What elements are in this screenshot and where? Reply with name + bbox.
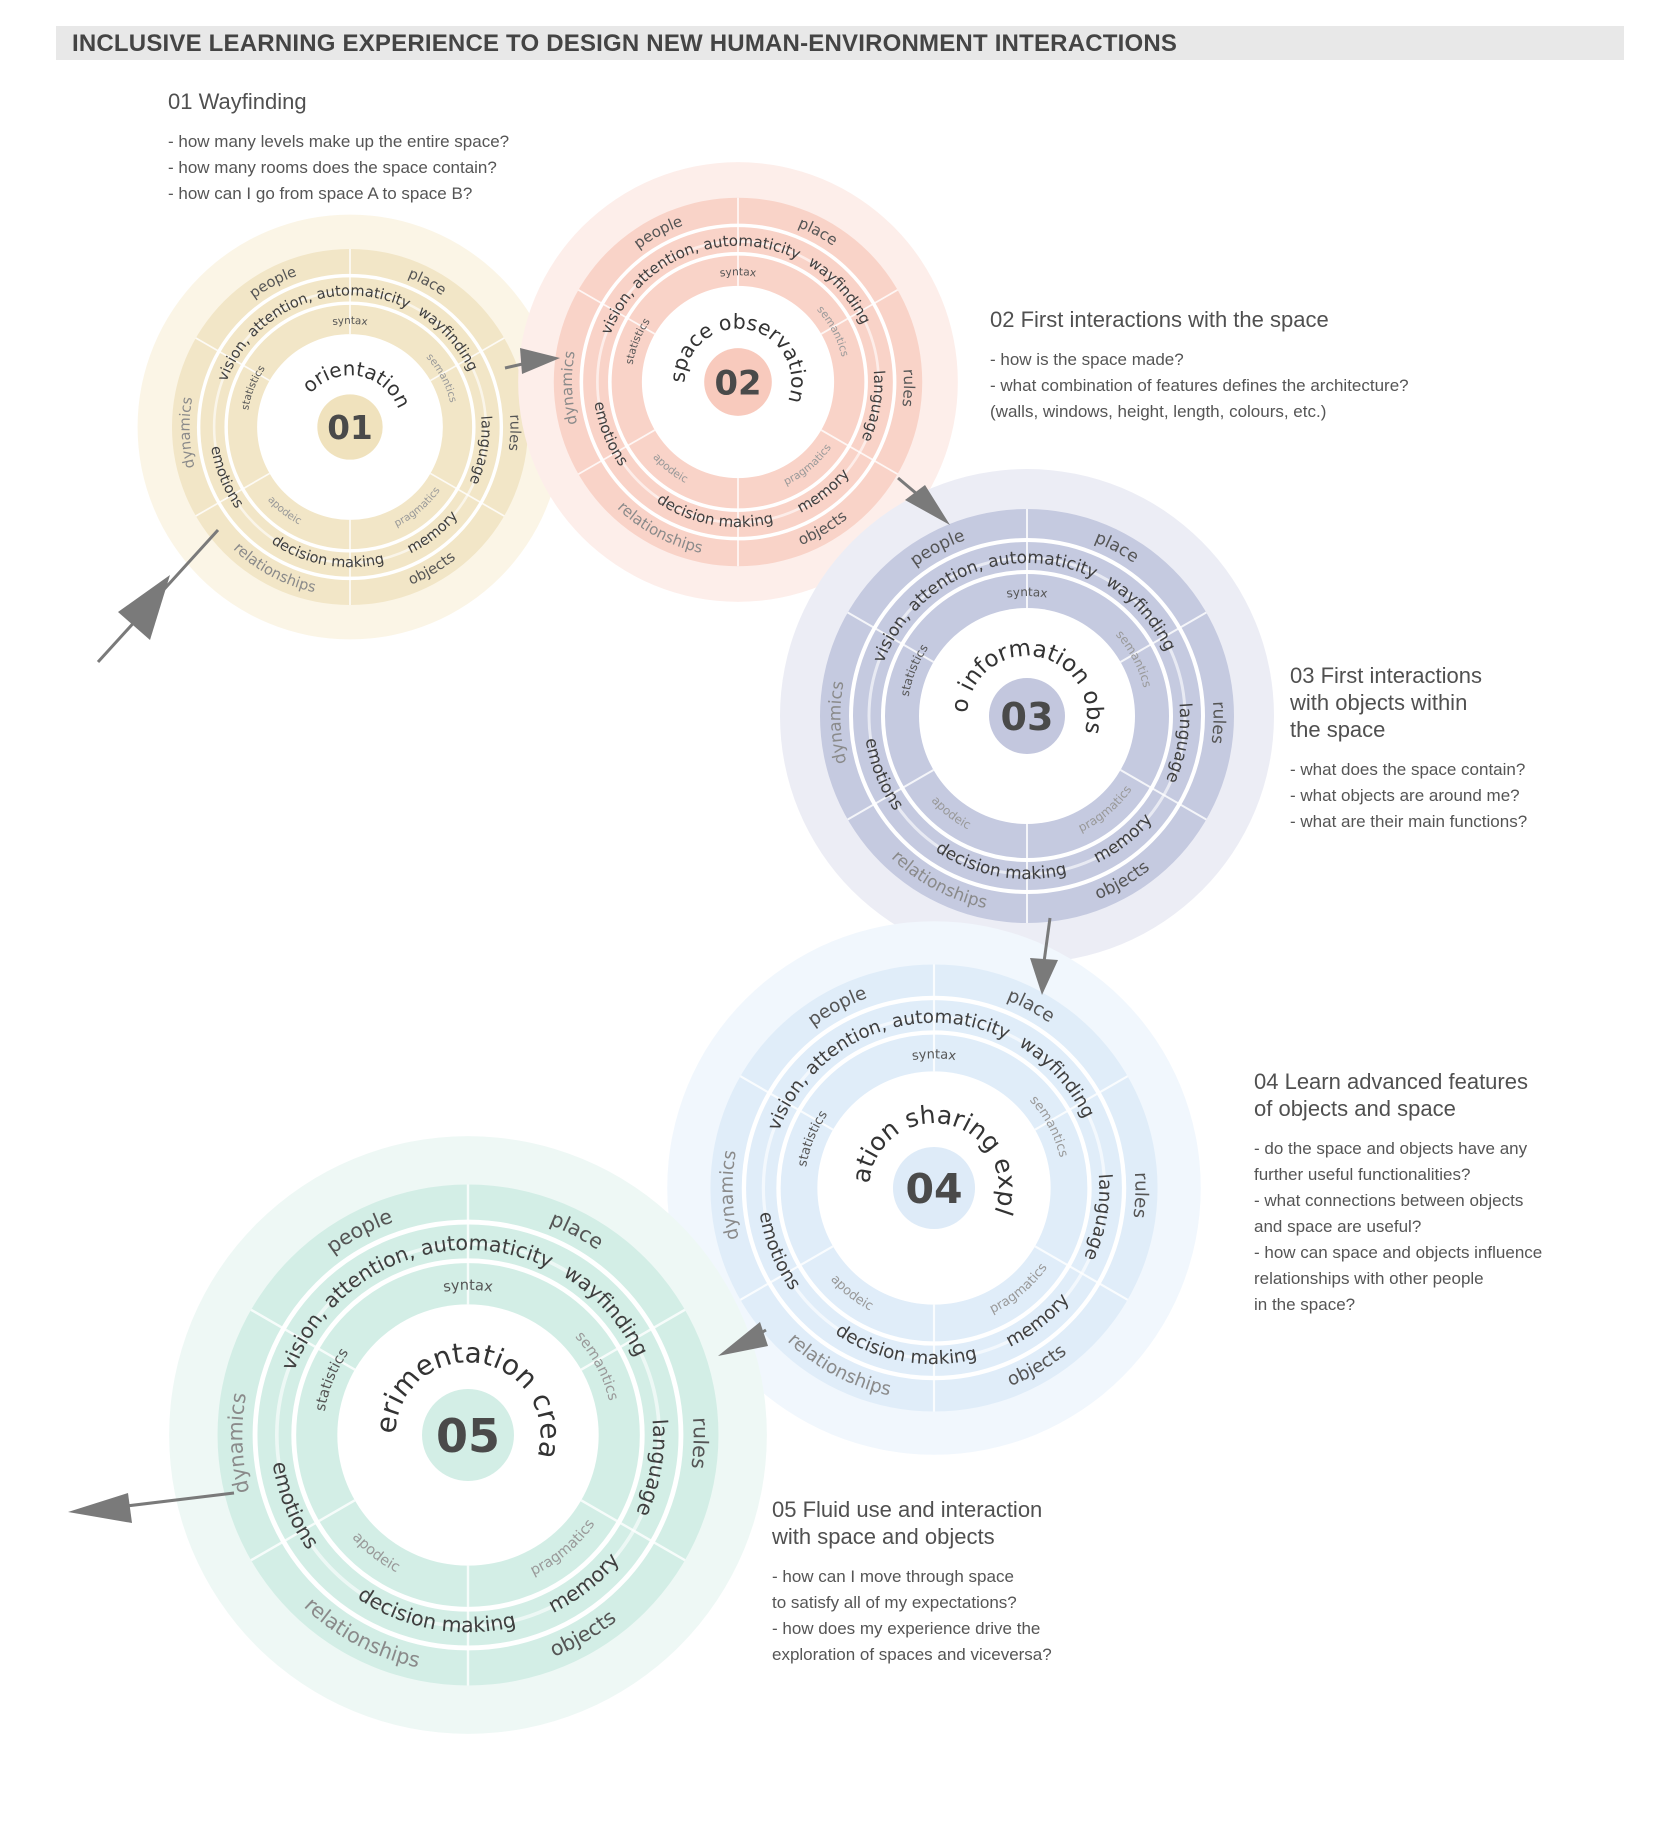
arrow-in-head — [118, 575, 170, 640]
outer-label: dynamics — [177, 396, 199, 470]
stage-4-heading: 04 Learn advanced features of objects an… — [1254, 1069, 1528, 1121]
outer-label: rules — [1207, 701, 1229, 746]
inner-label: syntax — [911, 1047, 957, 1064]
stage-4-text: 04 Learn advanced features of objects an… — [1254, 1068, 1594, 1318]
stage-1-heading: 01 Wayfinding — [168, 89, 307, 114]
stage-4-question: - what connections between objects and s… — [1254, 1191, 1524, 1236]
arrow-3-4-head — [1030, 958, 1058, 995]
stage-5-question: - how does my experience drive the explo… — [772, 1619, 1052, 1664]
core-disc — [317, 394, 383, 460]
arrow-out-head — [68, 1493, 132, 1523]
stage-1-text: 01 Wayfinding - how many levels make up … — [168, 88, 598, 207]
arrow-3-4 — [1042, 917, 1052, 963]
title-bar: INCLUSIVE LEARNING EXPERIENCE TO DESIGN … — [56, 26, 1624, 60]
inner-label: syntax — [332, 315, 369, 328]
inner-label: syntax — [719, 265, 757, 279]
stage-4-question: - do the space and objects have any furt… — [1254, 1139, 1528, 1184]
stage-2-question: - how is the space made? — [990, 350, 1184, 369]
inner-label: syntax — [1006, 585, 1049, 601]
stage-5-heading: 05 Fluid use and interaction with space … — [772, 1497, 1043, 1549]
core-disc — [422, 1389, 514, 1481]
core-disc — [704, 348, 772, 416]
outer-label: dynamics — [558, 349, 581, 426]
stage-2-question: - what combination of features defines t… — [990, 376, 1409, 421]
core-disc — [892, 1146, 976, 1230]
stage-4-question: - how can space and objects influence re… — [1254, 1243, 1543, 1314]
stage-number: 05 — [436, 1409, 500, 1463]
core-disc — [989, 678, 1065, 754]
outer-label: rules — [505, 414, 524, 452]
stage-number: 03 — [1001, 695, 1054, 739]
outer-label: rules — [1128, 1172, 1151, 1220]
stage-number: 01 — [327, 409, 372, 447]
stage-3-question: - what are their main functions? — [1290, 812, 1528, 831]
arrow-1-2-head — [520, 348, 560, 374]
stage-1-question: - how many rooms does the space contain? — [168, 158, 497, 177]
stage-number: 02 — [714, 363, 761, 402]
outer-label: rules — [686, 1416, 712, 1470]
stage-3-text: 03 First interactions with objects withi… — [1290, 662, 1590, 835]
stage-2-text: 02 First interactions with the space - h… — [990, 306, 1470, 425]
outer-label: rules — [898, 368, 918, 408]
stage-1-question: - how many levels make up the entire spa… — [168, 132, 510, 151]
arrow-4-5-head — [718, 1322, 768, 1356]
arrow-2-3-head — [905, 485, 950, 525]
stage-2-heading: 02 First interactions with the space — [990, 307, 1329, 332]
inner-label: syntax — [442, 1278, 494, 1296]
stage-3-question: - what does the space contain? — [1290, 760, 1526, 779]
stage-3-question: - what objects are around me? — [1290, 786, 1520, 805]
stage-3-heading: 03 First interactions with objects withi… — [1290, 663, 1482, 742]
stage-1-question: - how can I go from space A to space B? — [168, 184, 473, 203]
stage-number: 04 — [905, 1165, 962, 1213]
arrow-out — [109, 1491, 235, 1510]
page-title: INCLUSIVE LEARNING EXPERIENCE TO DESIGN … — [72, 30, 1178, 57]
stage-5-text: 05 Fluid use and interaction with space … — [772, 1496, 1112, 1668]
stage-5-question: - how can I move through space to satisf… — [772, 1567, 1017, 1612]
